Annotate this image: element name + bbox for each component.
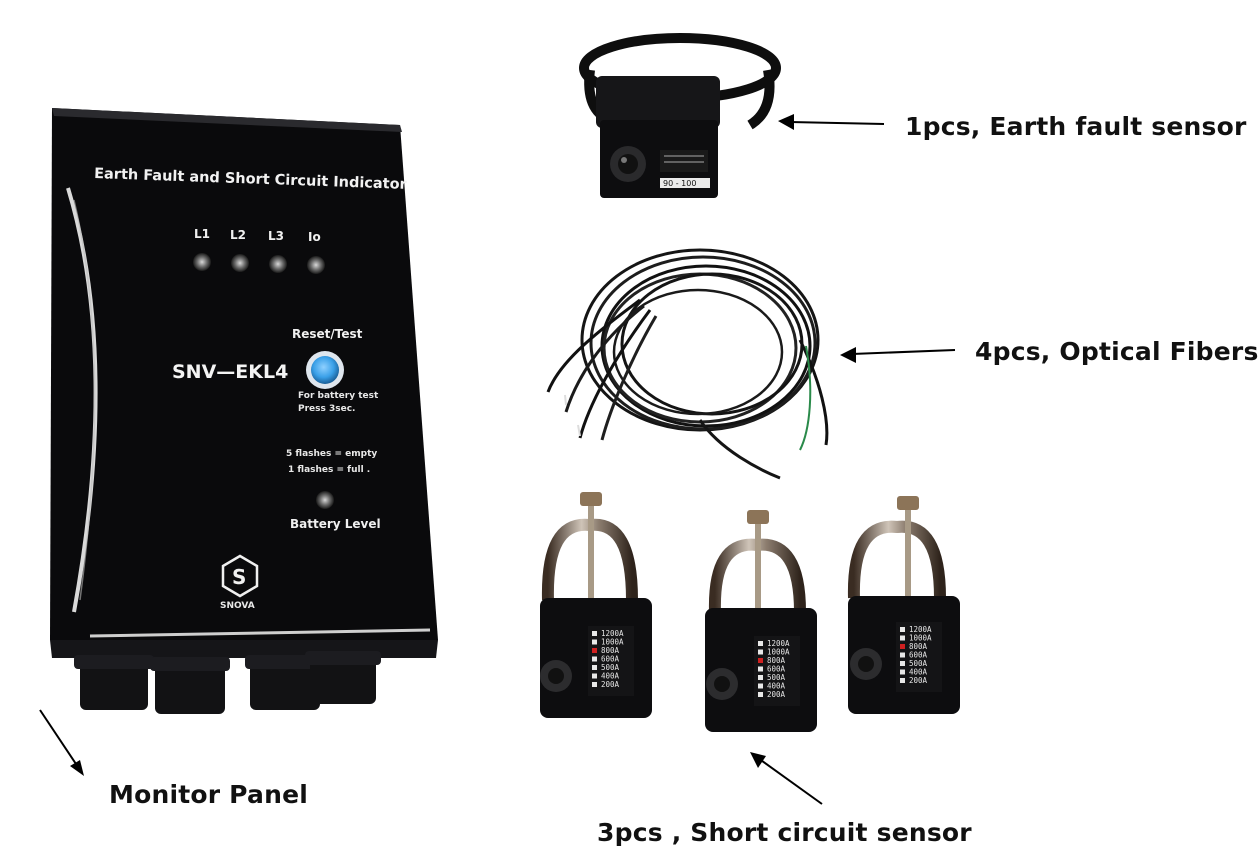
led-label-io: Io: [308, 230, 321, 244]
snova-logo: S: [221, 554, 259, 598]
optical-fibers: [546, 248, 829, 480]
battery-level-label: Battery Level: [290, 517, 381, 531]
scale-marker: [592, 648, 597, 653]
monitor-panel-callout: Monitor Panel: [109, 780, 309, 809]
cable-glands: [74, 651, 381, 714]
led-label-l1: L1: [194, 227, 210, 241]
reset-button: [311, 356, 339, 384]
scale-label: 800A: [767, 656, 786, 665]
scale-marker: [900, 635, 905, 641]
svg-text:S: S: [232, 565, 246, 589]
scale-label: 1200A: [909, 625, 932, 634]
scale-marker: [592, 682, 597, 687]
scale-marker: [900, 678, 905, 683]
scale-label: 400A: [767, 682, 786, 691]
scale-label: 600A: [601, 655, 620, 664]
scale-label: 1000A: [767, 648, 790, 657]
scale-label: 200A: [909, 676, 928, 685]
scale-label: 500A: [909, 659, 928, 668]
scale-marker: [758, 692, 763, 697]
scale-marker: [592, 665, 597, 670]
scale-label: 600A: [767, 665, 786, 674]
scale-label: 200A: [601, 680, 620, 689]
press-note: Press 3sec.: [298, 404, 355, 414]
scale-label: 400A: [909, 668, 928, 677]
battery-test-note: For battery test: [298, 391, 379, 401]
scale-marker: [592, 673, 597, 679]
led-l3-indicator: [269, 255, 287, 273]
earth-sensor-range: 90 - 100: [663, 179, 696, 188]
earth-fault-arrow: [778, 114, 885, 130]
earth-fault-sensor: 90 - 100: [579, 33, 781, 198]
scale-marker: [758, 649, 763, 655]
scale-label: 800A: [601, 646, 620, 655]
panel-model: SNV—EKL4: [172, 361, 288, 383]
monitor-panel-arrow: [39, 709, 84, 776]
scale-marker: [758, 658, 763, 663]
scale-marker: [592, 631, 597, 636]
led-label-l2: L2: [230, 228, 246, 242]
short-sensor-2: [705, 510, 817, 732]
scale-marker: [592, 639, 597, 645]
scale-label: 1200A: [601, 629, 624, 638]
short-circuit-callout: 3pcs , Short circuit sensor: [597, 818, 972, 847]
scale-marker: [758, 666, 763, 672]
optical-fibers-callout: 4pcs, Optical Fibers: [975, 337, 1259, 366]
scale-label: 400A: [601, 672, 620, 681]
scale-marker: [900, 669, 905, 675]
monitor-panel: Earth Fault and Short Circuit Indicator …: [50, 108, 438, 714]
scale-label: 600A: [909, 651, 928, 660]
short-circuit-sensors: 1200A1000A800A600A500A400A200A1200A1000A…: [540, 492, 960, 732]
scale-label: 1200A: [767, 639, 790, 648]
battery-led: [316, 491, 334, 509]
scale-label: 800A: [909, 642, 928, 651]
scale-marker: [900, 627, 905, 632]
flash-empty-note: 5 flashes = empty: [286, 449, 377, 459]
scale-label: 500A: [767, 673, 786, 682]
led-label-l3: L3: [268, 229, 284, 243]
reset-test-label: Reset/Test: [292, 327, 363, 341]
brand-name: SNOVA: [220, 601, 255, 611]
scale-label: 200A: [767, 690, 786, 699]
scale-marker: [900, 652, 905, 658]
flash-full-note: 1 flashes = full .: [288, 465, 370, 475]
scale-marker: [900, 644, 905, 649]
short-circuit-arrow: [750, 752, 823, 805]
led-l2-indicator: [231, 254, 249, 272]
scale-marker: [900, 661, 905, 666]
optical-fibers-arrow: [840, 347, 956, 363]
earth-fault-callout: 1pcs, Earth fault sensor: [905, 112, 1247, 141]
scale-label: 500A: [601, 663, 620, 672]
scale-marker: [758, 683, 763, 689]
scale-marker: [758, 675, 763, 680]
led-l1-indicator: [193, 253, 211, 271]
scale-label: 1000A: [601, 638, 624, 647]
scale-marker: [758, 641, 763, 646]
scale-marker: [592, 656, 597, 662]
led-io-indicator: [307, 256, 325, 274]
scale-label: 1000A: [909, 634, 932, 643]
